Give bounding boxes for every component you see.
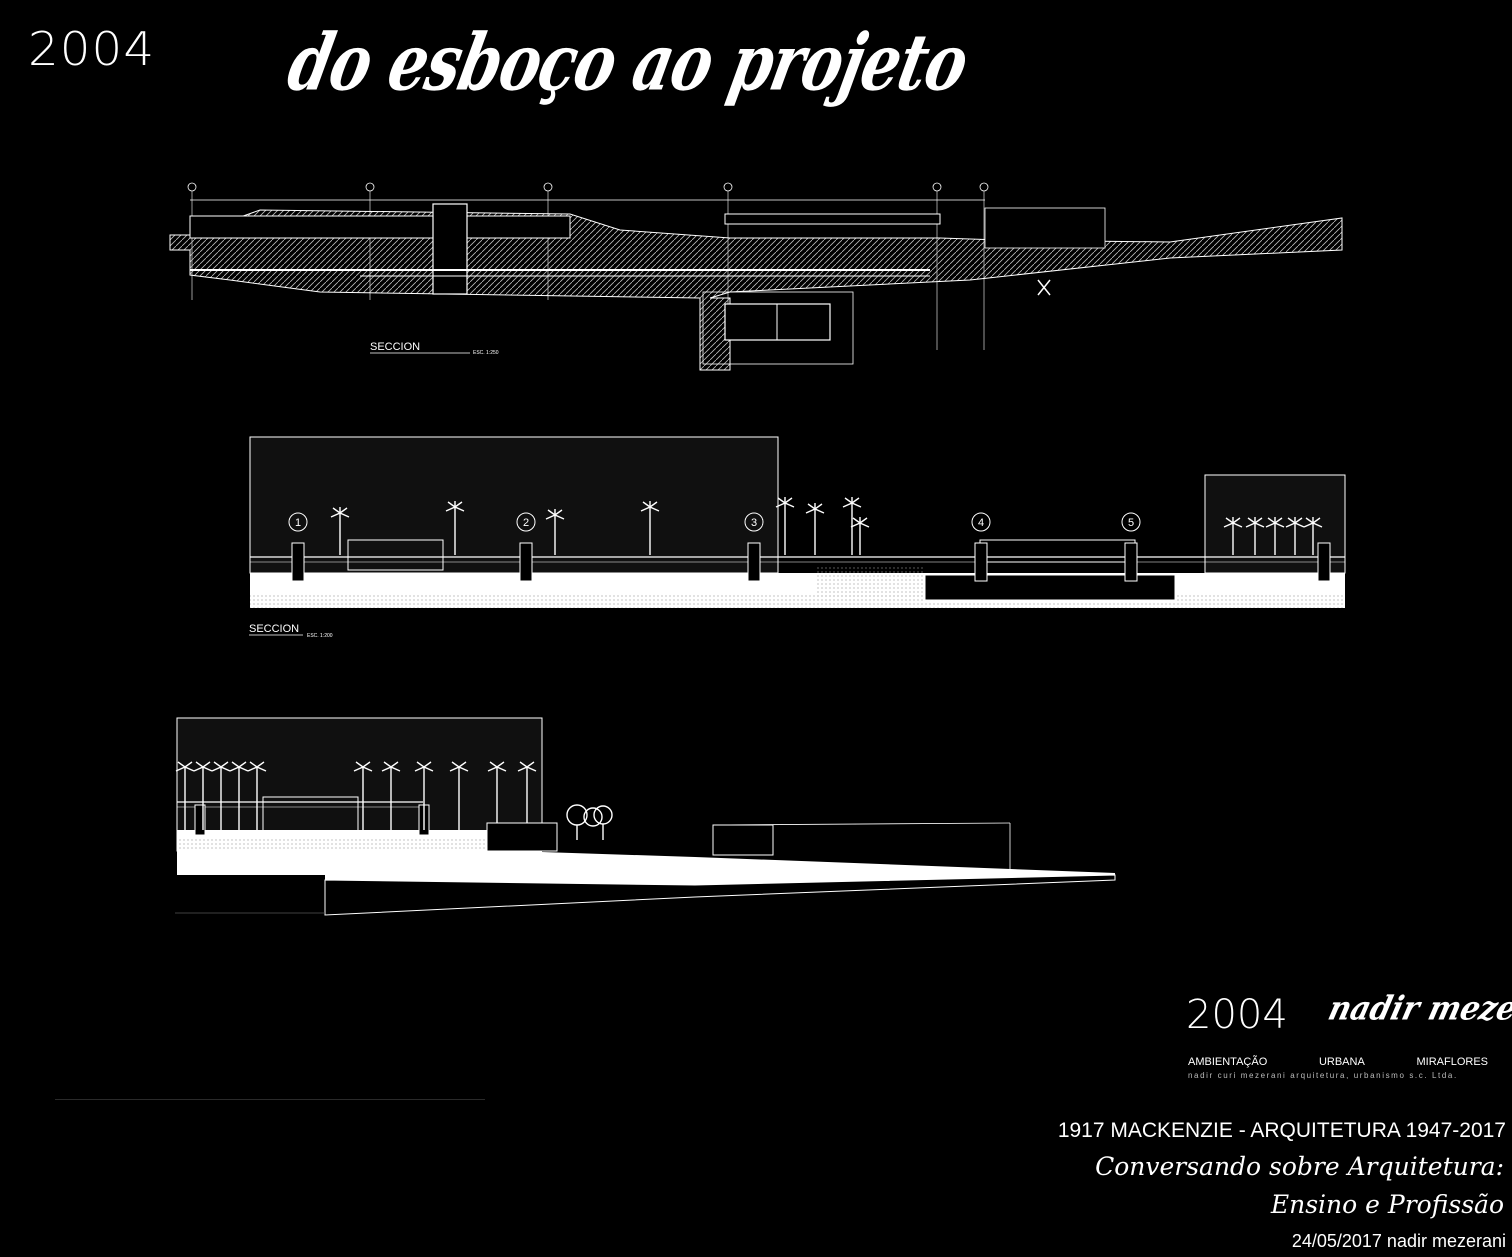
logo-signature: nadir mezerani [1324,990,1512,1029]
section-drawing-1: SECCION ESC. 1:250 [169,182,1343,371]
event-subtitle-line-1: Conversando sobre Arquitetura: [1095,1152,1504,1181]
project-title: AMBIENTAÇÃO URBANA MIRAFLORES [1188,1056,1488,1068]
event-date-author: 24/05/2017 nadir mezerani [1291,1231,1506,1251]
year-heading: 2004 [28,22,156,76]
handwritten-title: do esboço ao projeto [280,18,976,109]
axis-marker-1: 1 [295,517,301,529]
axis-marker-3: 3 [751,517,757,529]
event-subtitle-line-2: Ensino e Profissão [1270,1190,1504,1219]
office-name: nadir curi mezerani arquitetura, urbanis… [1188,1071,1458,1080]
project-word-1: AMBIENTAÇÃO [1188,1056,1268,1068]
event-title: 1917 MACKENZIE - ARQUITETURA 1947-2017 [1057,1119,1506,1142]
project-word-2: URBANA [1318,1056,1365,1068]
project-word-3: MIRAFLORES [1416,1056,1488,1068]
section-drawing-2: 1 2 3 4 5 SECCION ESC. 1:200 [249,436,1346,639]
section-2-label: SECCION [249,623,299,635]
logo-year: 2004 [1186,992,1288,1038]
axis-marker-4: 4 [978,517,984,529]
section-1-label: SECCION [370,341,420,353]
section-1-scale: ESC. 1:250 [473,350,499,356]
axis-marker-5: 5 [1128,517,1134,529]
section-drawing-3 [175,717,1116,916]
section-2-scale: ESC. 1:200 [307,633,333,639]
divider [55,1099,485,1100]
axis-marker-2: 2 [523,517,529,529]
